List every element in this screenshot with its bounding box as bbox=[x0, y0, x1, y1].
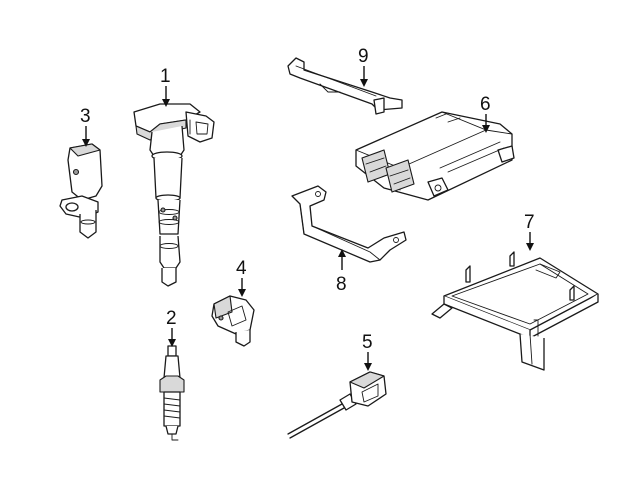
camshaft-sensor[interactable] bbox=[211, 295, 255, 347]
callout-label-6: 6 bbox=[480, 94, 491, 115]
callout-label-9: 9 bbox=[358, 46, 369, 67]
callout-3: 3 bbox=[80, 106, 91, 147]
callout-9: 9 bbox=[358, 46, 369, 87]
callout-4: 4 bbox=[236, 258, 247, 297]
callout-5: 5 bbox=[362, 332, 373, 371]
callout-7: 7 bbox=[524, 212, 535, 251]
callout-6: 6 bbox=[480, 94, 491, 133]
callout-label-4: 4 bbox=[236, 258, 247, 279]
upper-bracket-strap[interactable] bbox=[287, 57, 403, 115]
ignition-coil[interactable] bbox=[133, 103, 215, 287]
callout-2: 2 bbox=[166, 308, 177, 347]
callout-label-5: 5 bbox=[362, 332, 373, 353]
engine-control-module[interactable] bbox=[355, 111, 515, 201]
module-bracket-tray[interactable] bbox=[431, 251, 599, 371]
callout-label-7: 7 bbox=[524, 212, 535, 233]
callout-label-8: 8 bbox=[336, 274, 347, 295]
position-sensor[interactable] bbox=[59, 143, 103, 239]
callout-label-1: 1 bbox=[160, 66, 171, 87]
callout-label-3: 3 bbox=[80, 106, 91, 127]
callout-label-2: 2 bbox=[166, 308, 177, 329]
callout-1: 1 bbox=[160, 66, 171, 107]
spark-plug[interactable] bbox=[159, 345, 185, 441]
callout-8: 8 bbox=[336, 249, 347, 295]
mounting-bracket[interactable] bbox=[291, 185, 407, 263]
sensor-with-lead[interactable] bbox=[287, 371, 387, 439]
